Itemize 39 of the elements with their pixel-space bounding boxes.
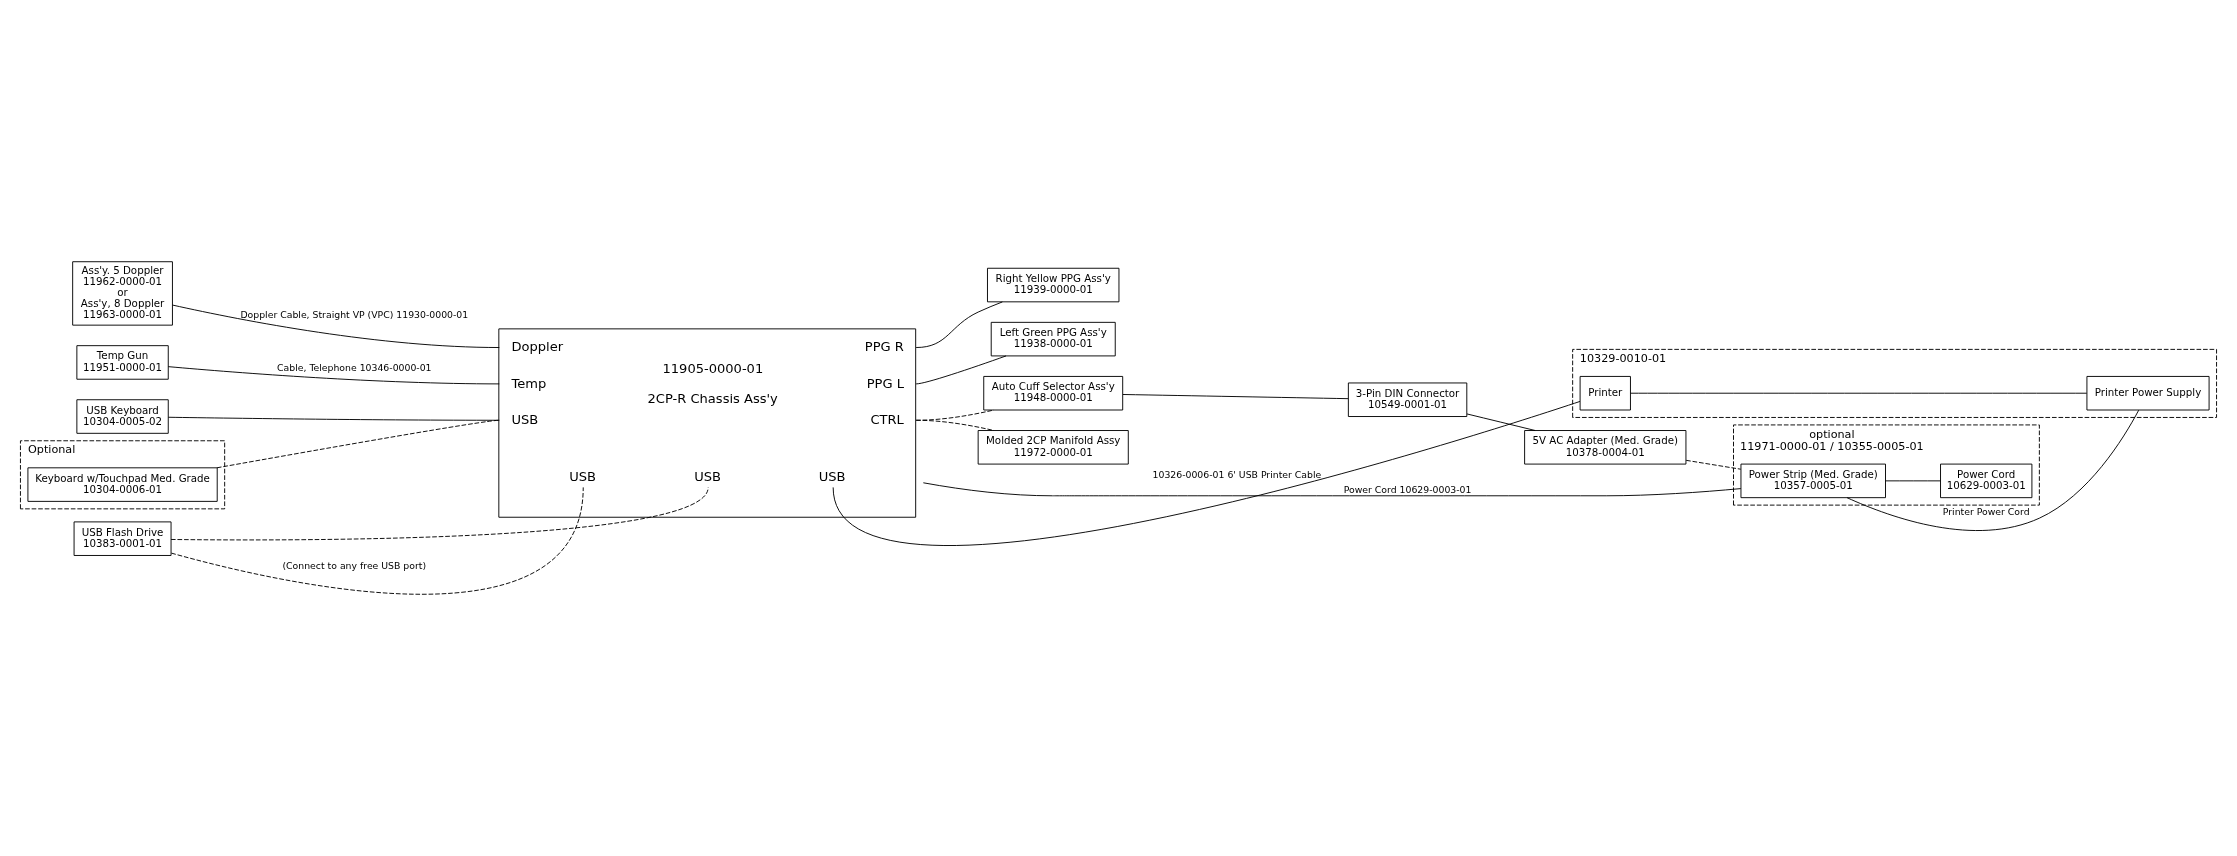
node-box: Keyboard w/Touchpad Med. Grade 10304-0006-01 [27, 467, 218, 502]
node-box: Printer Power Supply [2086, 375, 2210, 411]
connector [1466, 413, 1536, 431]
connector [216, 419, 500, 469]
connector [915, 355, 1007, 385]
node-box: USB Flash Drive 10383-0001-01 [73, 521, 172, 556]
node-box: USB Keyboard 10304-0005-02 [76, 399, 169, 434]
connector [922, 482, 1742, 497]
edge-label: 10326-0006-01 6' USB Printer Cable [1152, 469, 1322, 481]
connector [832, 400, 1581, 546]
node-box: Auto Cuff Selector Ass'y 11948-0000-01 [983, 375, 1124, 411]
edge-label: (Connect to any free USB port) [282, 559, 427, 571]
connector [915, 419, 995, 431]
node-box: Ass'y. 5 Doppler 11962-0000-01 or Ass'y, 8 Doppler 11963-0000-01 [72, 261, 173, 326]
node-box: Right Yellow PPG Ass'y 11939-0000-01 [987, 267, 1120, 303]
node-box: Molded 2CP Manifold Assy 11972-0000-01 [977, 430, 1129, 465]
connector [170, 486, 584, 595]
connector [1846, 409, 2140, 531]
connector [172, 304, 500, 348]
connector [915, 301, 1003, 348]
connector [1885, 480, 1941, 482]
node-box: Temp Gun 11951-0000-01 [76, 345, 169, 380]
edge-label: Cable, Telephone 10346-0000-01 [277, 361, 432, 373]
connector [170, 486, 709, 541]
node-box: Power Strip (Med. Grade) 10357-0005-01 [1740, 463, 1886, 499]
edge-label: Printer Power Cord [1942, 506, 2030, 518]
node-box: Printer [1579, 375, 1631, 411]
edge-label: Doppler Cable, Straight VP (VPC) 11930-0000-01 [240, 308, 469, 320]
node-box: 3-Pin DIN Connector 10549-0001-01 [1347, 382, 1468, 417]
node-box: 5V AC Adapter (Med. Grade) 10378-0004-01 [1524, 430, 1687, 465]
connector [167, 366, 500, 385]
connector [1685, 459, 1742, 470]
connector [167, 416, 500, 421]
node-box: Left Green PPG Ass'y 11938-0000-01 [990, 321, 1116, 357]
connector [1630, 392, 2088, 394]
edge-label: Power Cord 10629-0003-01 [1343, 484, 1472, 495]
node-box: Doppler 11905-0000-01 2CP-R Chassis Ass'y PPG R Temp PPG L USB CTRL USB USB USB [498, 328, 917, 518]
connector [1122, 394, 1349, 400]
node-box: Power Cord 10629-0003-01 [1940, 463, 2033, 499]
